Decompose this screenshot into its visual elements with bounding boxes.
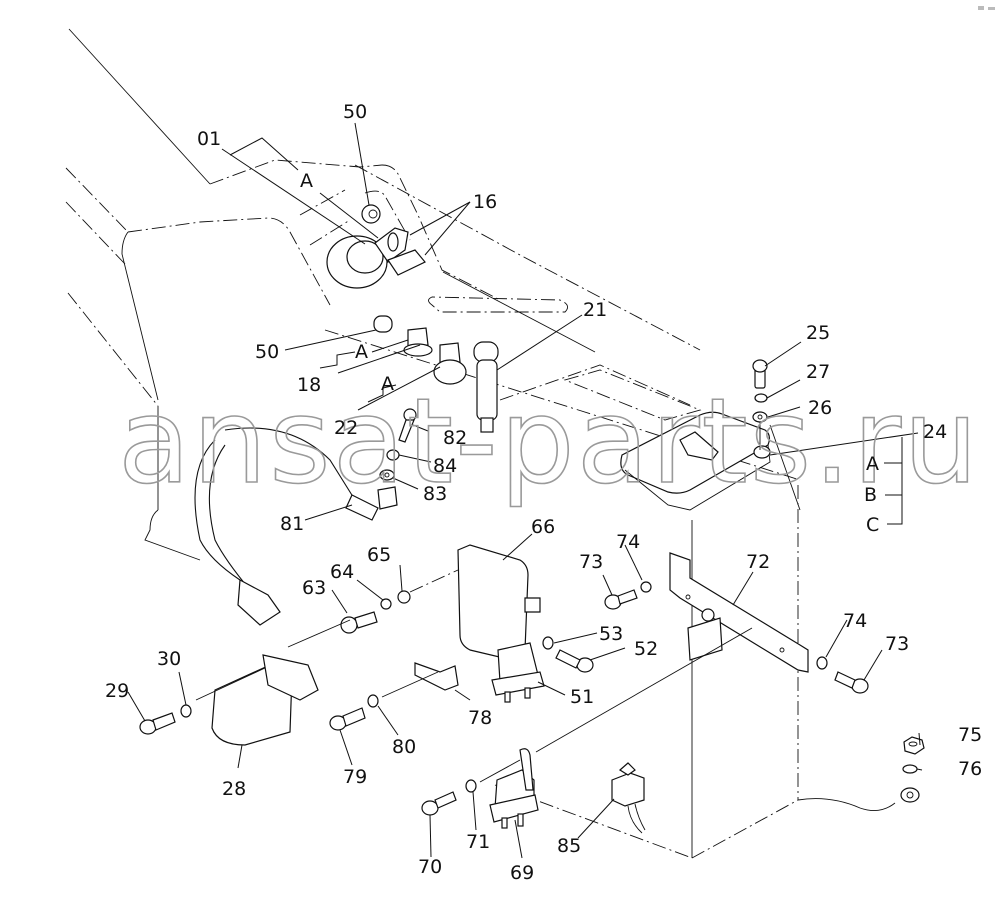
label-74-left: 74 [616, 531, 640, 553]
label-51: 51 [570, 686, 594, 708]
cap-50-top [361, 204, 381, 224]
wire-harness-81 [224, 427, 356, 501]
label-75: 75 [958, 724, 982, 746]
leader-lines [127, 122, 923, 859]
label-50-middle: 50 [255, 341, 279, 363]
label-63: 63 [302, 577, 326, 599]
label-30: 30 [157, 648, 181, 670]
label-bracket-c: C [866, 514, 879, 536]
harness-group [194, 408, 417, 626]
label-52: 52 [634, 638, 658, 660]
label-28: 28 [222, 778, 246, 800]
label-76: 76 [958, 758, 982, 780]
lock-washer-30 [180, 704, 192, 718]
relay-box-group [287, 544, 541, 661]
terminal-plate [377, 486, 398, 510]
relay-on-bracket [687, 617, 723, 661]
label-72: 72 [746, 551, 770, 573]
label-01: 01 [197, 128, 221, 150]
controller-lever [679, 431, 719, 461]
nut-75 [903, 736, 925, 755]
label-69: 69 [510, 862, 534, 884]
lock-washer-71 [465, 779, 477, 793]
label-79: 79 [343, 766, 367, 788]
push-switch-21 [473, 341, 499, 363]
label-24: 24 [923, 421, 947, 443]
screw-63 [340, 616, 358, 634]
label-group-a-top: A [300, 170, 313, 192]
label-73-left: 73 [579, 551, 603, 573]
lock-washer-64 [380, 598, 392, 610]
console-outline [65, 28, 896, 859]
label-bracket-a: A [866, 453, 879, 475]
clip-group [329, 662, 459, 731]
washer-65 [397, 590, 411, 604]
switch-knobs-group [373, 315, 499, 433]
washer-83 [379, 469, 395, 481]
label-22: 22 [334, 417, 358, 439]
lock-washer-80 [367, 694, 379, 708]
starter-switch-group [326, 204, 426, 289]
lock-washer-74-left [640, 581, 652, 593]
ring-terminal [900, 787, 920, 803]
cap-50-middle [373, 315, 393, 333]
relay-51-group [491, 636, 594, 703]
label-82: 82 [443, 427, 467, 449]
watermark: ansat-parts.ru [118, 372, 980, 510]
label-83: 83 [423, 483, 447, 505]
label-80: 80 [392, 736, 416, 758]
label-27: 27 [806, 361, 830, 383]
lock-washer-76 [902, 764, 918, 774]
relay-69-group [421, 627, 753, 834]
knob-18 [407, 327, 429, 348]
bracket-group [604, 552, 869, 694]
label-group-a-22: A [381, 373, 394, 395]
label-16: 16 [473, 191, 497, 213]
label-53: 53 [599, 623, 623, 645]
label-18: 18 [297, 374, 321, 396]
label-66: 66 [531, 516, 555, 538]
label-50-top: 50 [343, 101, 367, 123]
corner-mark [978, 6, 995, 10]
bracket-72 [669, 552, 809, 673]
label-73-right: 73 [885, 633, 909, 655]
label-81: 81 [280, 513, 304, 535]
label-85: 85 [557, 835, 581, 857]
label-25: 25 [806, 322, 830, 344]
part-labels: 01 A 50 16 50 A 18 21 A 22 25 27 26 24 A… [105, 101, 982, 884]
harness-connector [237, 579, 281, 626]
relay-box-66 [457, 544, 529, 661]
label-74-right: 74 [843, 610, 867, 632]
label-71: 71 [466, 831, 490, 853]
ground-hardware [900, 736, 925, 803]
label-78: 78 [468, 707, 492, 729]
label-65: 65 [367, 544, 391, 566]
label-84: 84 [433, 455, 457, 477]
label-29: 29 [105, 680, 129, 702]
label-21: 21 [583, 299, 607, 321]
label-group-a-18: A [355, 341, 368, 363]
clip-78 [414, 662, 459, 691]
lock-washer-53 [542, 636, 554, 650]
horn-relay-group [139, 654, 319, 746]
connector-85 [611, 772, 645, 807]
label-64: 64 [330, 561, 354, 583]
label-70: 70 [418, 856, 442, 878]
key-head [387, 249, 426, 276]
lock-washer-74-right [816, 656, 828, 670]
label-bracket-b: B [864, 484, 877, 506]
label-26: 26 [808, 397, 832, 419]
